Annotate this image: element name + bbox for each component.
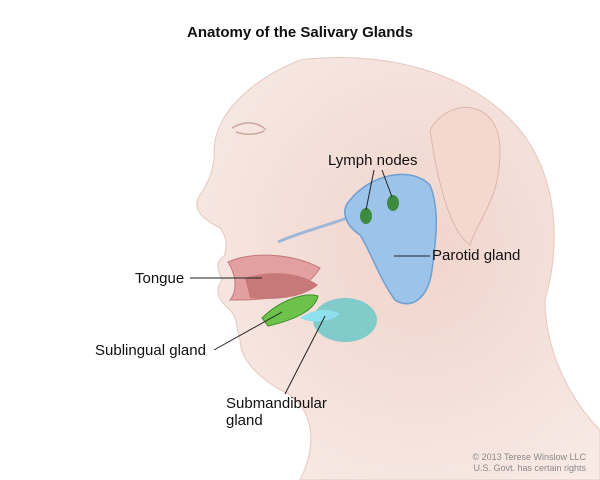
label-lymph-nodes: Lymph nodes <box>328 152 418 169</box>
lymph-leader-1 <box>365 169 375 211</box>
label-submandibular-gland-line2: gland <box>226 412 263 429</box>
lymph-leader-2 <box>381 169 393 198</box>
lymph-node <box>360 208 372 224</box>
sublingual-gland <box>261 294 319 327</box>
label-submandibular-gland-line1: Submandibular <box>226 395 327 412</box>
sublingual-leader <box>213 311 283 351</box>
label-sublingual-gland: Sublingual gland <box>95 342 206 359</box>
ear <box>429 106 501 246</box>
submandibular-duct <box>300 309 340 322</box>
parotid-gland <box>344 173 437 305</box>
eye <box>231 122 267 135</box>
copyright-line1: © 2013 Terese Winslow LLC <box>472 452 586 462</box>
label-tongue: Tongue <box>135 270 185 287</box>
tongue <box>245 273 318 299</box>
submandibular-leader <box>284 315 326 395</box>
submandibular-gland <box>313 298 377 342</box>
label-parotid-gland: Parotid gland <box>432 247 521 264</box>
page-title: Anatomy of the Salivary Glands <box>187 24 413 41</box>
lymph-node <box>387 195 399 211</box>
copyright-line2: U.S. Govt. has certain rights <box>473 463 586 473</box>
